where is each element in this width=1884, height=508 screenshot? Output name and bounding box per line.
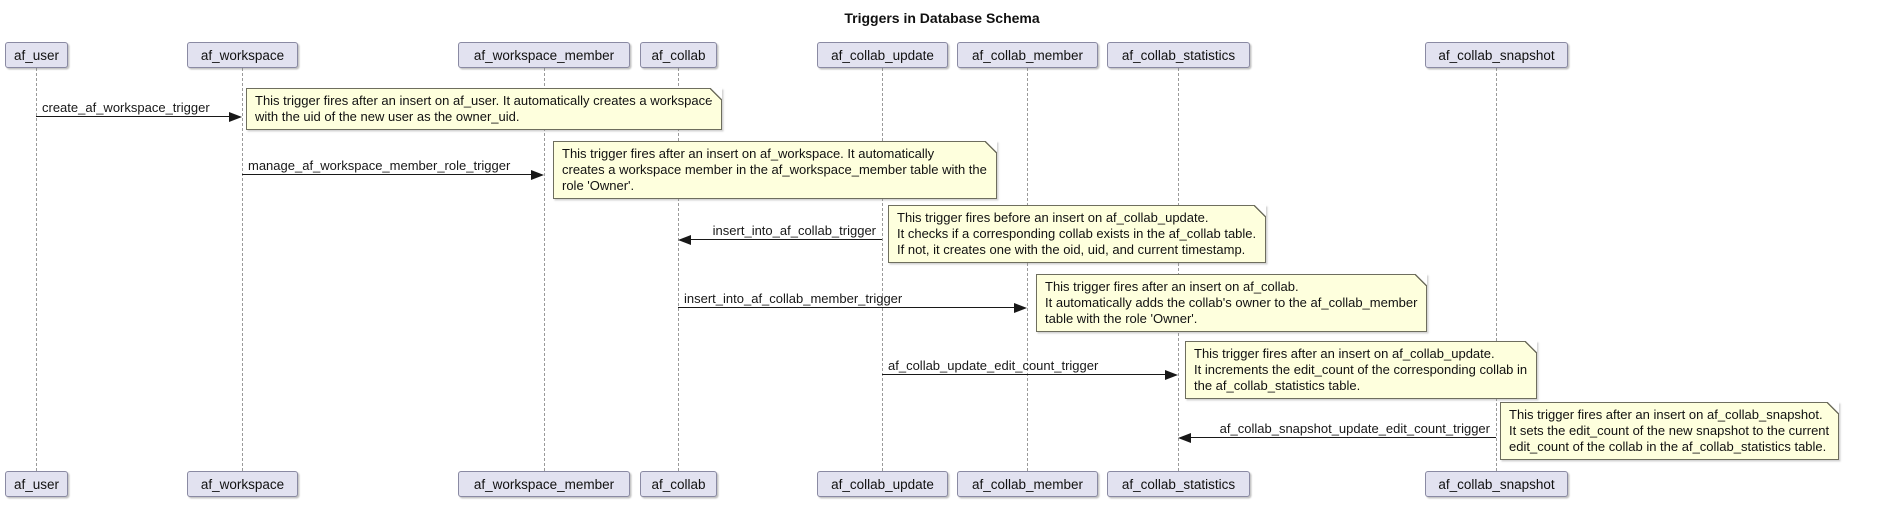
arrowhead-right-icon: [531, 170, 544, 180]
arrowhead-right-icon: [229, 112, 242, 122]
participant-af-collab-snapshot-top: af_collab_snapshot: [1425, 42, 1568, 68]
note-af-collab-snapshot-update-edit-count-trigger: This trigger fires after an insert on af…: [1500, 402, 1840, 460]
arrowhead-right-icon: [1014, 303, 1027, 313]
note-fold-icon: [1254, 205, 1267, 217]
lifeline-af-collab-member: [1027, 68, 1028, 471]
note-fold-icon: [984, 141, 997, 153]
participant-af-collab-statistics-bottom: af_collab_statistics: [1107, 471, 1250, 497]
message-label-manage-af-workspace-member-role-trigger: manage_af_workspace_member_role_trigger: [248, 158, 511, 173]
message-line: [1184, 437, 1496, 438]
participant-af-workspace-top: af_workspace: [187, 42, 298, 68]
message-line: [882, 374, 1165, 375]
message-label-insert-into-af-collab-member-trigger: insert_into_af_collab_member_trigger: [684, 291, 903, 306]
note-insert-into-af-collab-trigger: This trigger fires before an insert on a…: [888, 205, 1267, 263]
note-text: This trigger fires after an insert on af…: [1509, 407, 1830, 454]
note-fold-icon: [1415, 274, 1428, 286]
lifeline-af-collab-statistics: [1178, 68, 1179, 471]
message-line: [684, 239, 882, 240]
note-text: This trigger fires after an insert on af…: [255, 93, 713, 124]
note-manage-af-workspace-member-role-trigger: This trigger fires after an insert on af…: [553, 141, 997, 199]
participant-af-collab-update-top: af_collab_update: [817, 42, 948, 68]
message-line: [678, 307, 1014, 308]
note-text: This trigger fires after an insert on af…: [1194, 346, 1528, 393]
participant-af-workspace-member-top: af_workspace_member: [458, 42, 630, 68]
participant-af-collab-top: af_collab: [640, 42, 717, 68]
note-text: This trigger fires before an insert on a…: [897, 210, 1257, 257]
lifeline-af-workspace: [242, 68, 243, 471]
participant-af-collab-member-bottom: af_collab_member: [957, 471, 1098, 497]
diagram-title: Triggers in Database Schema: [844, 10, 1040, 26]
lifeline-af-user: [36, 68, 37, 471]
message-label-insert-into-af-collab-trigger: insert_into_af_collab_trigger: [712, 223, 876, 238]
message-line: [242, 174, 537, 175]
participant-af-user-top: af_user: [5, 42, 68, 68]
note-af-collab-update-edit-count-trigger: This trigger fires after an insert on af…: [1185, 341, 1538, 399]
participant-af-collab-bottom: af_collab: [640, 471, 717, 497]
note-fold-icon: [710, 88, 723, 100]
arrowhead-left-icon: [1178, 433, 1191, 443]
arrowhead-right-icon: [1165, 370, 1178, 380]
note-insert-into-af-collab-member-trigger: This trigger fires after an insert on af…: [1036, 274, 1428, 332]
participant-af-collab-update-bottom: af_collab_update: [817, 471, 948, 497]
participant-af-workspace-member-bottom: af_workspace_member: [458, 471, 630, 497]
arrowhead-left-icon: [678, 235, 691, 245]
note-fold-icon: [1827, 402, 1840, 414]
participant-af-collab-snapshot-bottom: af_collab_snapshot: [1425, 471, 1568, 497]
message-label-create-af-workspace-trigger: create_af_workspace_trigger: [42, 100, 210, 115]
participant-af-user-bottom: af_user: [5, 471, 68, 497]
lifeline-af-collab-update: [882, 68, 883, 471]
message-line: [36, 116, 235, 117]
message-label-af-collab-update-edit-count-trigger: af_collab_update_edit_count_trigger: [888, 358, 1099, 373]
note-fold-icon: [1525, 341, 1538, 353]
note-create-af-workspace-trigger: This trigger fires after an insert on af…: [246, 88, 723, 130]
participant-af-workspace-bottom: af_workspace: [187, 471, 298, 497]
participant-af-collab-statistics-top: af_collab_statistics: [1107, 42, 1250, 68]
lifeline-af-workspace-member: [544, 68, 545, 471]
note-text: This trigger fires after an insert on af…: [1045, 279, 1418, 326]
lifeline-af-collab-snapshot: [1496, 68, 1497, 471]
lifeline-af-collab: [678, 68, 679, 471]
participant-af-collab-member-top: af_collab_member: [957, 42, 1098, 68]
message-label-af-collab-snapshot-update-edit-count-trigger: af_collab_snapshot_update_edit_count_tri…: [1219, 421, 1490, 436]
note-text: This trigger fires after an insert on af…: [562, 146, 987, 193]
